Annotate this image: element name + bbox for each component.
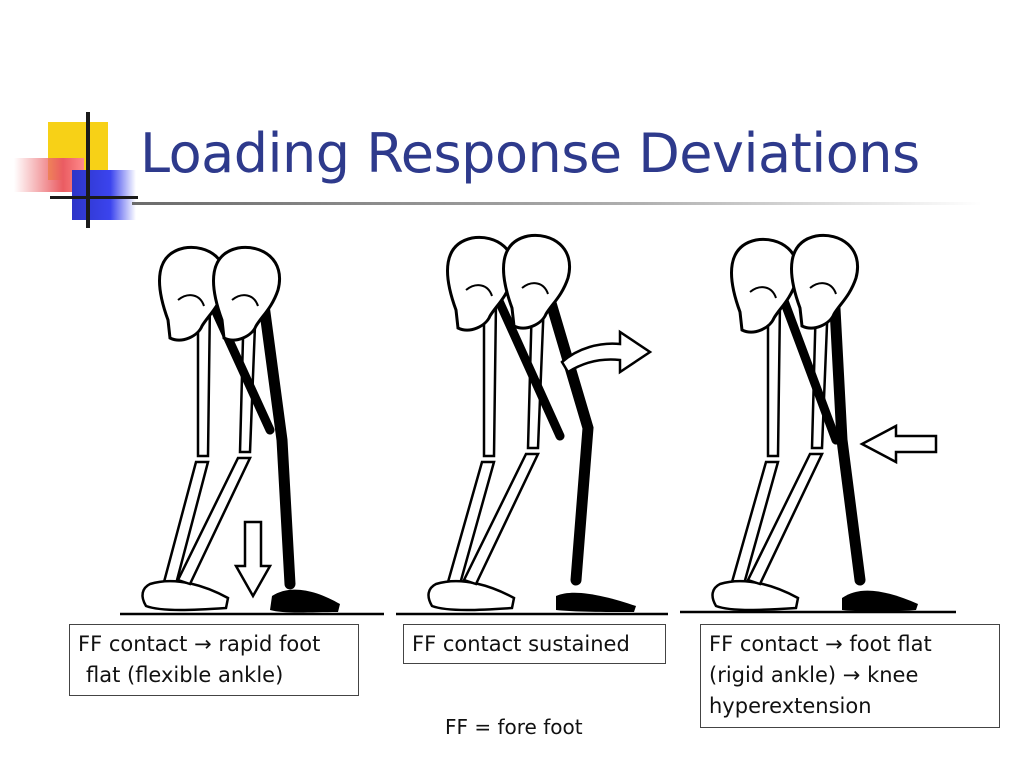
caption-panel-2: FF contact sustained	[403, 624, 666, 664]
caption-line: hyperextension	[709, 694, 872, 718]
caption-line: (rigid ankle) → knee	[709, 663, 919, 687]
caption-line: flat (flexible ankle)	[86, 663, 284, 687]
title-underline	[132, 202, 982, 205]
decor-vertical-line	[86, 112, 90, 228]
curved-right-arrow-icon	[560, 329, 653, 375]
illustration-panel-1	[120, 245, 384, 616]
decor-horizontal-line	[50, 196, 138, 199]
left-arrow-icon	[859, 423, 938, 465]
caption-line: FF contact → rapid foot	[78, 632, 321, 656]
down-arrow-icon	[233, 520, 273, 599]
illustration-panel-3	[680, 233, 956, 614]
caption-line: FF contact sustained	[412, 632, 630, 656]
caption-line: FF contact → foot flat	[709, 632, 932, 656]
caption-panel-1: FF contact → rapid foot flat (flexible a…	[69, 624, 359, 696]
illustration-panel-2	[396, 233, 668, 616]
footnote: FF = fore foot	[445, 715, 583, 739]
caption-panel-3: FF contact → foot flat (rigid ankle) → k…	[700, 624, 1000, 728]
slide-title: Loading Response Deviations	[140, 122, 920, 185]
decor-blue-square	[72, 170, 136, 220]
